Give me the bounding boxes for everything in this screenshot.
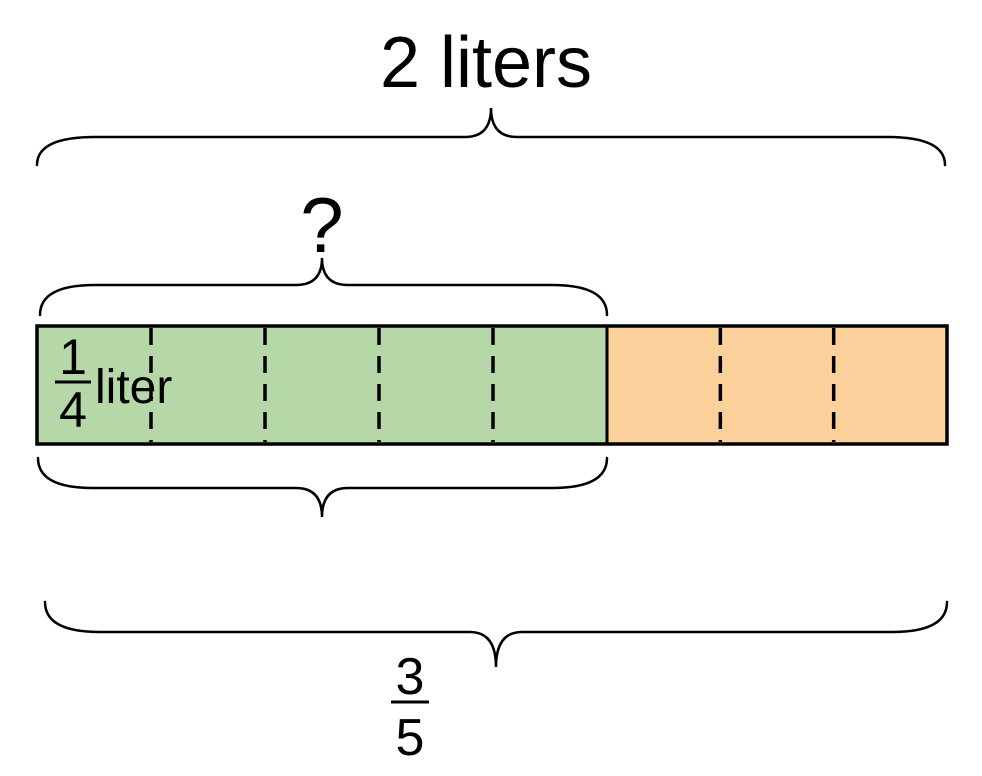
unknown-label: ? <box>300 181 343 269</box>
unit-fraction-numerator: 1 <box>59 329 87 385</box>
bar-outline <box>35 324 949 446</box>
bottom-brace <box>43 600 949 668</box>
total-label: 2 liters <box>380 23 592 103</box>
green-portion-brace <box>36 456 609 518</box>
unit-label: liter <box>95 361 172 414</box>
unit-fraction-denominator: 4 <box>59 382 87 438</box>
bottom-fraction-denominator: 5 <box>396 709 425 767</box>
unknown-brace <box>38 257 609 317</box>
total-brace <box>35 107 947 167</box>
bottom-fraction-numerator: 3 <box>396 648 425 706</box>
bar-layer <box>35 324 949 446</box>
orange-region <box>607 326 947 444</box>
green-region <box>37 326 607 444</box>
